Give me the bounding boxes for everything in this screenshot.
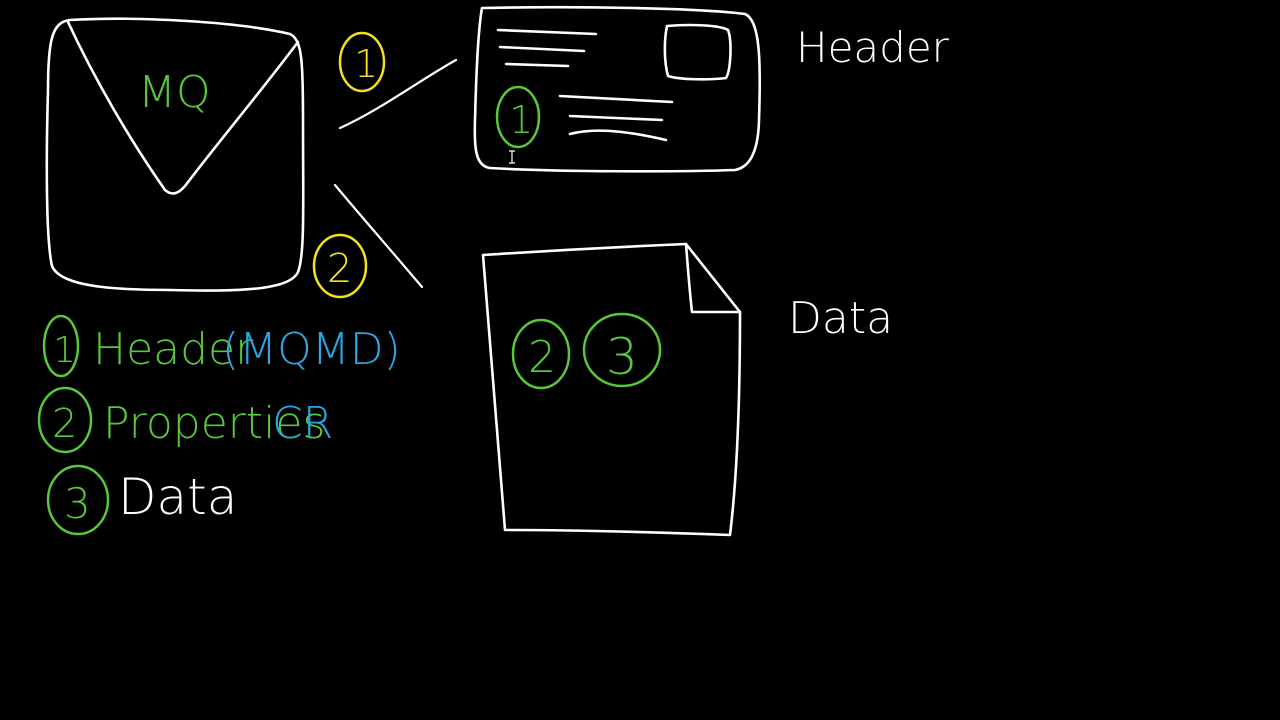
envelope-label: MQ	[138, 67, 211, 118]
envelope-flap	[66, 20, 300, 195]
header-card-line	[568, 114, 664, 122]
legend-item-1-extra: (MQMD)	[222, 324, 401, 375]
step-marker-1: 1	[338, 31, 386, 93]
legend-item-1-text: Header	[93, 324, 254, 375]
legend-item-3: 3 Data	[46, 464, 237, 536]
header-card-marker: 1	[495, 85, 541, 149]
header-label: Header	[796, 23, 950, 72]
legend-item-2-text: Properties	[103, 398, 325, 449]
legend-item-2-number: 2	[52, 401, 77, 447]
header-card-line	[496, 28, 598, 36]
data-document-marker-2-number: 2	[528, 332, 556, 383]
header-card-line	[558, 94, 674, 104]
header-card-stamp	[663, 23, 732, 81]
data-document	[481, 242, 742, 537]
legend-item-1-number: 1	[53, 330, 76, 371]
header-card-marker-number: 1	[509, 98, 533, 142]
step-marker-2: 2	[312, 233, 368, 299]
legend-item-1: 1 Header (MQMD)	[42, 314, 401, 378]
data-label: Data	[788, 293, 893, 344]
header-card-line	[498, 45, 586, 53]
data-document-marker-2: 2	[511, 318, 571, 390]
legend-item-2: 2 Properties CR	[37, 386, 333, 454]
text-cursor-icon	[509, 150, 515, 164]
step-marker-2-number: 2	[327, 246, 352, 292]
data-document-marker-3: 3	[582, 312, 662, 388]
header-card-line	[504, 62, 570, 68]
step-marker-1-number: 1	[354, 42, 378, 86]
data-document-outline	[481, 242, 742, 537]
legend-item-3-text: Data	[118, 468, 237, 526]
legend-item-2-extra: CR	[272, 398, 333, 449]
legend: 1 Header (MQMD) 2 Properties CR 3 Data	[37, 314, 401, 536]
header-card-line	[568, 129, 668, 142]
data-document-fold	[684, 242, 742, 314]
header-card-outline	[473, 5, 762, 173]
data-document-marker-3-number: 3	[606, 328, 638, 386]
connector-header	[338, 58, 458, 130]
header-card	[473, 5, 762, 173]
mq-envelope	[45, 17, 305, 292]
legend-item-3-number: 3	[64, 479, 91, 528]
connector-data	[333, 183, 424, 289]
envelope-body	[45, 17, 305, 292]
